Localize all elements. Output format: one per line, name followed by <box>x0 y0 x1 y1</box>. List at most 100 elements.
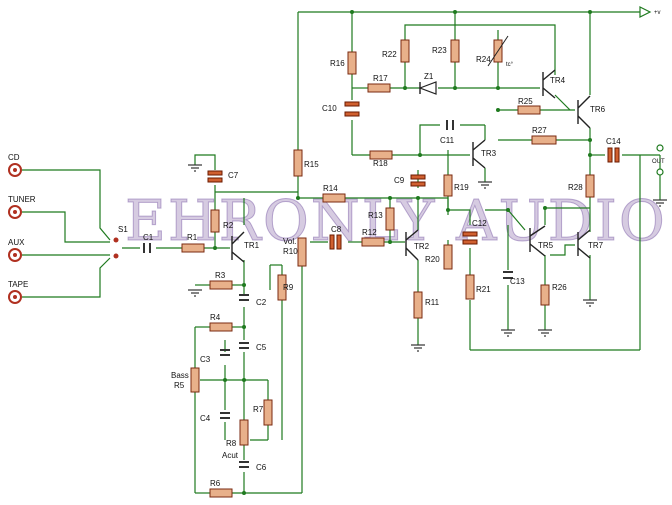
selector-switch: S1 <box>113 225 128 259</box>
ground-c13 <box>501 329 515 337</box>
svg-text:R20: R20 <box>425 255 440 264</box>
switch-label: S1 <box>118 225 128 234</box>
svg-text:R21: R21 <box>476 285 491 294</box>
transistor-tr7: TR7 <box>577 229 604 259</box>
ground-tr3 <box>478 181 492 189</box>
svg-text:R4: R4 <box>210 313 221 322</box>
capacitor-c10 <box>344 101 360 107</box>
svg-text:R25: R25 <box>518 97 533 106</box>
resistor-r7 <box>263 399 273 426</box>
svg-text:R7: R7 <box>253 405 264 414</box>
svg-text:TR6: TR6 <box>590 105 606 114</box>
svg-text:C6: C6 <box>256 463 267 472</box>
ground-c7 <box>188 164 202 172</box>
r8-label: R8 <box>226 439 237 448</box>
svg-text:R2: R2 <box>223 221 234 230</box>
output-jack <box>656 144 664 152</box>
zener-z1: Z1 <box>418 72 437 95</box>
transistor-tr3: TR3 <box>472 139 497 169</box>
supply-terminal: +v <box>639 6 661 18</box>
svg-text:TR7: TR7 <box>588 241 604 250</box>
ground-tr7 <box>583 299 597 307</box>
svg-text:R1: R1 <box>187 233 198 242</box>
svg-text:R3: R3 <box>215 271 226 280</box>
svg-text:R12: R12 <box>362 228 377 237</box>
svg-text:R15: R15 <box>304 160 319 169</box>
svg-text:TR3: TR3 <box>481 149 497 158</box>
transistor-tr6: TR6 <box>577 95 606 129</box>
svg-text:R24: R24 <box>476 55 491 64</box>
svg-text:C2: C2 <box>256 298 267 307</box>
svg-text:R9: R9 <box>283 283 294 292</box>
svg-text:C5: C5 <box>256 343 267 352</box>
resistor-r12 <box>361 237 385 247</box>
bass-label: Bass <box>171 371 189 380</box>
output-label: OUT <box>652 159 665 165</box>
wiring <box>22 11 661 494</box>
r10-label: R10 <box>283 247 298 256</box>
input-jacks: CD TUNER AUX TAPE <box>8 153 36 304</box>
svg-text:C7: C7 <box>228 171 239 180</box>
svg-text:C3: C3 <box>200 355 211 364</box>
resistor-r21 <box>465 274 475 300</box>
resistor-r6 <box>209 488 233 498</box>
input-label-aux: AUX <box>8 238 25 247</box>
resistor-r13 <box>385 207 395 231</box>
svg-text:R18: R18 <box>373 159 388 168</box>
resistor-r26 <box>540 284 550 306</box>
svg-text:R11: R11 <box>425 298 440 307</box>
resistor-r14 <box>322 193 346 203</box>
transistor-tr5: TR5 <box>529 225 554 257</box>
resistor-r19 <box>443 174 453 197</box>
resistor-r1 <box>181 243 205 253</box>
input-label-cd: CD <box>8 153 20 162</box>
svg-text:TR2: TR2 <box>414 242 430 251</box>
svg-text:Z1: Z1 <box>424 72 434 81</box>
vol-label: Vol. <box>283 237 296 246</box>
r5-label: R5 <box>174 381 185 390</box>
resistor-r4 <box>209 322 233 332</box>
resistor-r8-acut <box>239 419 249 446</box>
capacitors: C1 C2 C3 C4 C5 C6 C7 C8 C9 C10 C11 C12 C… <box>143 101 621 472</box>
resistor-r5-bass <box>190 367 200 393</box>
resistor-r10-vol <box>297 237 307 267</box>
svg-text:R26: R26 <box>552 283 567 292</box>
transistor-tr4: TR4 <box>542 69 566 99</box>
resistors: R1 R2 R3 R4 R6 R7 R9 R11 R12 R13 R14 R15… <box>181 35 595 498</box>
svg-text:TR1: TR1 <box>244 241 260 250</box>
c1-label: C1 <box>143 233 154 242</box>
capacitor-c12 <box>462 231 478 237</box>
capacitor-c14 <box>607 147 613 163</box>
resistor-r27 <box>531 135 557 145</box>
transistor-tr2: TR2 <box>405 229 430 261</box>
transistors: TR1 TR2 TR3 TR4 TR5 TR6 <box>231 69 606 263</box>
resistor-r3 <box>209 280 233 290</box>
svg-text:C9: C9 <box>394 176 405 185</box>
output-terminal: OUT <box>652 144 665 176</box>
supply-label: +v <box>654 10 661 16</box>
transistor-tr1: TR1 <box>231 231 260 263</box>
capacitor-c9 <box>410 174 426 180</box>
input-label-tuner: TUNER <box>8 195 36 204</box>
ground-r3 <box>188 289 202 297</box>
svg-text:R22: R22 <box>382 50 397 59</box>
resistor-r9 <box>277 274 287 301</box>
resistor-r25 <box>517 105 541 115</box>
svg-text:R23: R23 <box>432 46 447 55</box>
resistor-r23 <box>450 39 460 63</box>
svg-text:R14: R14 <box>323 184 338 193</box>
resistor-r20 <box>443 244 453 270</box>
svg-text:R17: R17 <box>373 74 388 83</box>
svg-text:R27: R27 <box>532 126 547 135</box>
capacitor-c8 <box>329 234 335 250</box>
input-label-tape: TAPE <box>8 280 28 289</box>
resistor-r16 <box>347 51 357 75</box>
svg-text:R6: R6 <box>210 479 221 488</box>
junctions <box>213 10 592 495</box>
svg-text:tc°: tc° <box>506 62 514 68</box>
resistor-r17 <box>367 83 391 93</box>
svg-text:R19: R19 <box>454 183 469 192</box>
svg-text:C14: C14 <box>606 137 621 146</box>
watermark: EHRONLY AUDIO <box>125 189 667 254</box>
